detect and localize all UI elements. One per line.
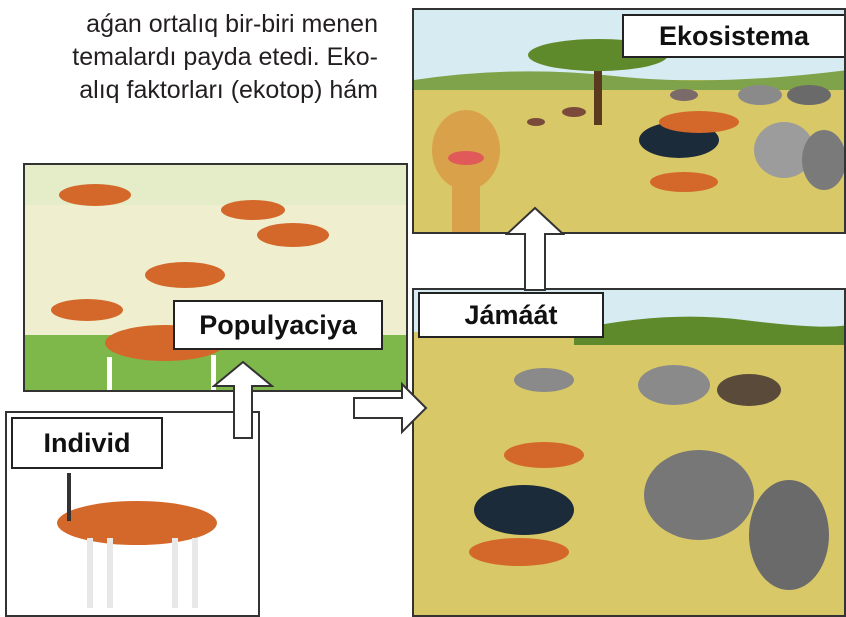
ecosystem-panel: Ekosistema — [412, 8, 846, 234]
community-panel: Jámáát — [412, 288, 846, 617]
paragraph-fragment: aǵan ortalıq bir-biri menen temalardı pa… — [0, 8, 378, 107]
ostrich-body-icon — [474, 485, 574, 535]
populyaciya-label: Populyaciya — [173, 300, 383, 350]
zebra-icon — [802, 130, 846, 190]
antelope-icon — [650, 172, 718, 192]
antelope-icon — [257, 223, 329, 247]
antelope-icon — [469, 538, 569, 566]
ostrich-head-icon — [432, 110, 500, 190]
antelope-icon — [51, 299, 123, 321]
community-illustration — [414, 290, 846, 617]
jamaat-label: Jámáát — [418, 292, 604, 338]
individ-label: Individ — [11, 417, 163, 469]
antelope-icon — [659, 111, 739, 133]
bird-icon — [562, 107, 586, 117]
antelope-icon — [145, 262, 225, 288]
zebra-icon — [738, 85, 782, 105]
zebra-icon — [749, 480, 829, 590]
wildebeest-icon — [514, 368, 574, 392]
paragraph-line-3: alıq faktorları (ekotop) hám — [0, 74, 378, 107]
paragraph-line-2: temalardı payda etedi. Eko- — [0, 41, 378, 74]
paragraph-line-1: aǵan ortalıq bir-biri menen — [0, 8, 378, 41]
antelope-icon — [221, 200, 285, 220]
arrow-population-to-community — [352, 380, 428, 440]
zebra-icon — [644, 450, 754, 540]
population-panel: Populyaciya — [23, 163, 408, 392]
antelope-icon — [504, 442, 584, 468]
wildebeest-icon — [717, 374, 781, 406]
arrow-community-to-ecosystem — [505, 206, 565, 292]
antelope-icon — [59, 184, 131, 206]
wildebeest-icon — [670, 89, 698, 101]
arrow-individ-to-population — [212, 360, 274, 440]
individual-panel: Individ — [5, 411, 260, 617]
zebra-icon — [638, 365, 710, 405]
bird-icon — [527, 118, 545, 126]
zebra-icon — [787, 85, 831, 105]
ekosistema-label: Ekosistema — [622, 14, 846, 58]
population-illustration — [25, 165, 408, 392]
